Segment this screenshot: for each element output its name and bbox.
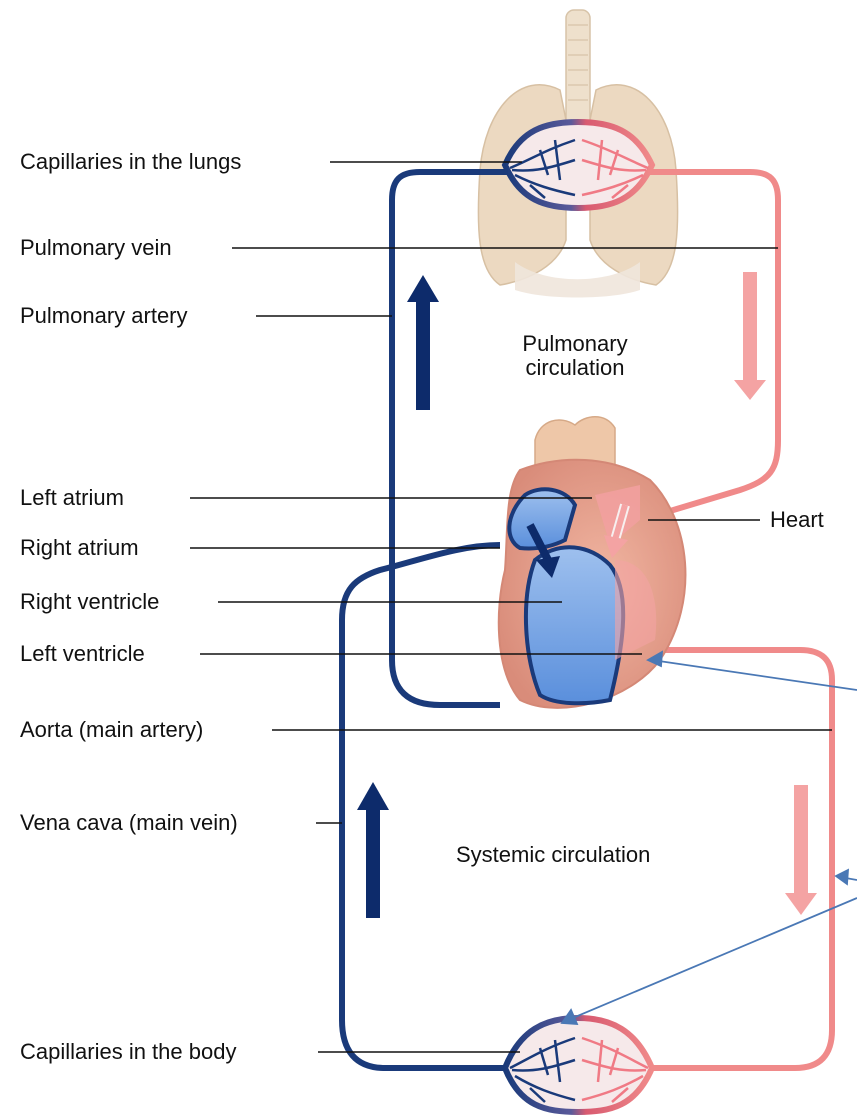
body-capillaries [505, 1018, 652, 1112]
label-right-ventricle: Right ventricle [20, 589, 159, 615]
label-systemic-circulation: Systemic circulation [456, 842, 650, 868]
arrow-up-systemic [357, 782, 389, 918]
label-pulmonary-circulation-line2: circulation [495, 356, 655, 380]
lung-capillaries [505, 122, 652, 208]
arrow-down-pulmonary [734, 272, 766, 400]
label-pulmonary-circulation-line1: Pulmonary [495, 332, 655, 356]
label-capillaries-body: Capillaries in the body [20, 1039, 236, 1065]
label-left-atrium: Left atrium [20, 485, 124, 511]
label-right-atrium: Right atrium [20, 535, 139, 561]
annotation-arrow-body-capillaries [568, 898, 857, 1020]
label-pulmonary-artery: Pulmonary artery [20, 303, 188, 329]
label-vena-cava: Vena cava (main vein) [20, 810, 238, 836]
label-capillaries-lungs: Capillaries in the lungs [20, 149, 241, 175]
label-aorta: Aorta (main artery) [20, 717, 203, 743]
label-pulmonary-circulation: Pulmonary circulation [495, 332, 655, 380]
label-pulmonary-vein: Pulmonary vein [20, 235, 172, 261]
annotation-arrows [562, 652, 857, 1024]
arrow-up-pulmonary [407, 275, 439, 410]
arrow-down-systemic [785, 785, 817, 915]
label-heart: Heart [770, 507, 824, 533]
label-left-ventricle: Left ventricle [20, 641, 145, 667]
